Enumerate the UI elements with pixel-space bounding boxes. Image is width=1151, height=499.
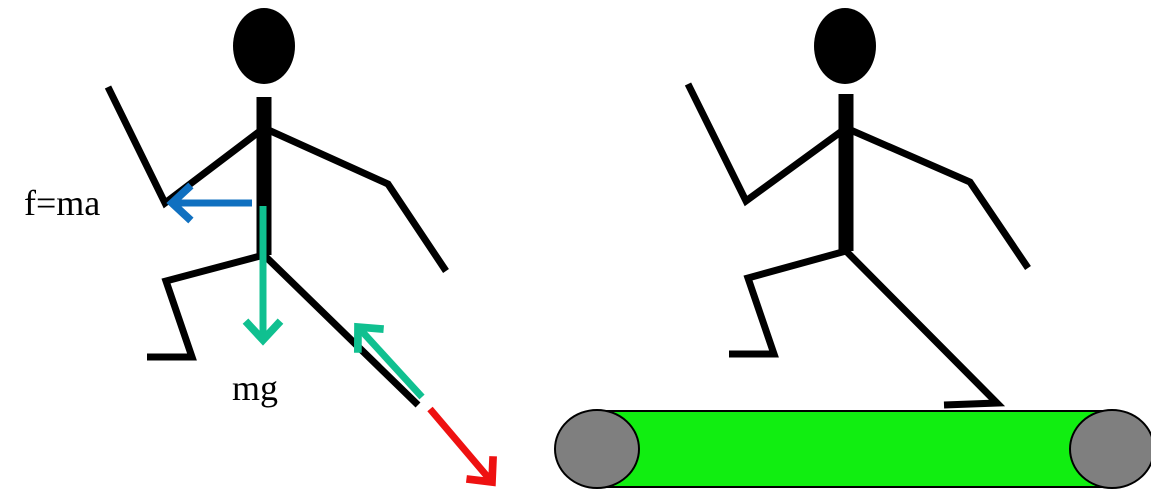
foot-push-arrow [430, 409, 492, 482]
left-figure-front-arm [264, 128, 446, 271]
treadmill-belt [597, 411, 1115, 487]
weight-label: mg [232, 370, 278, 406]
treadmill-right-roller [1070, 410, 1151, 488]
right-figure-head [814, 8, 876, 84]
treadmill-left-roller [555, 410, 639, 488]
right-figure-front-leg [846, 251, 997, 405]
treadmill-icon [555, 410, 1151, 488]
force-label: f=ma [24, 185, 100, 221]
left-running-figure-icon [108, 8, 446, 405]
left-figure-head [233, 8, 295, 84]
right-figure-back-leg [729, 251, 846, 354]
left-figure-front-leg [264, 255, 418, 405]
right-figure-front-arm [846, 128, 1028, 268]
ground-reaction-arrow [358, 327, 422, 397]
left-figure-back-arm [108, 87, 264, 203]
left-figure-back-leg [147, 255, 264, 357]
right-running-figure-icon [688, 8, 1028, 405]
right-figure-back-arm [688, 84, 846, 201]
